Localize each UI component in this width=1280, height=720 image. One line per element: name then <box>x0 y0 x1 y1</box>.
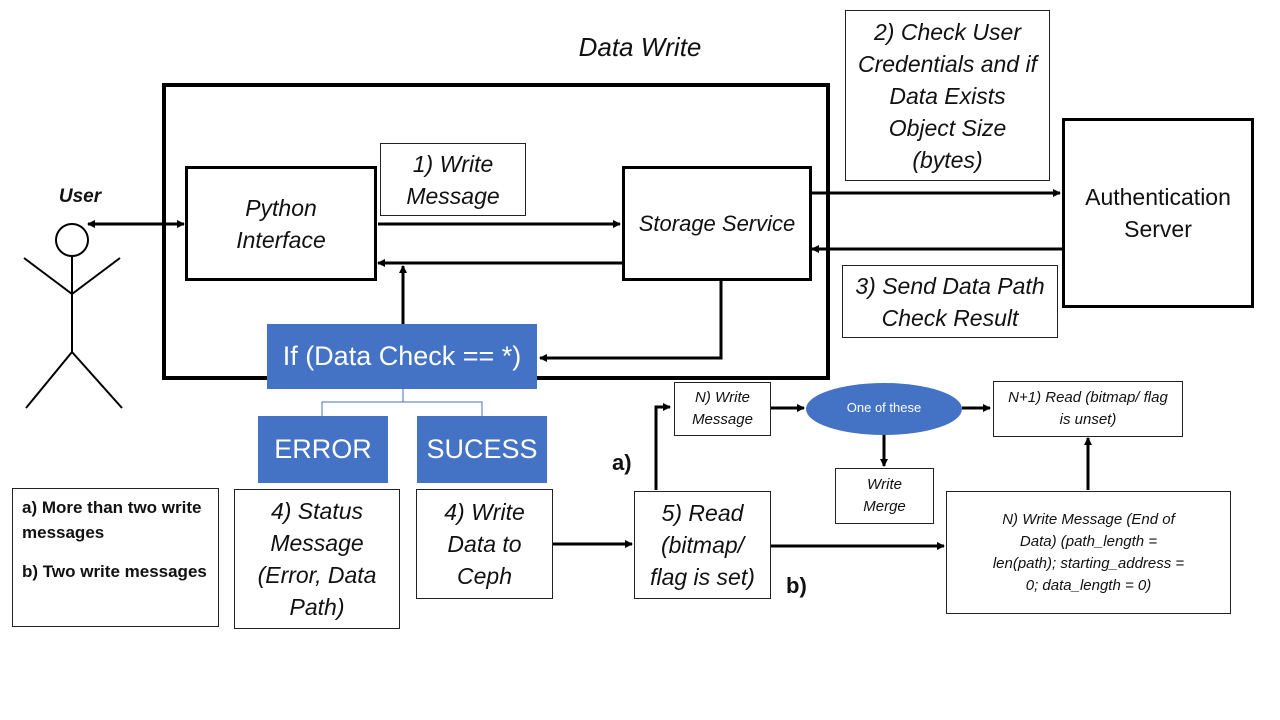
path-b-label: b) <box>786 573 807 598</box>
step3-send-data-path: 3) Send Data Path Check Result <box>842 265 1058 338</box>
step2-check-credentials: 2) Check User Credentials and if Data Ex… <box>845 10 1050 181</box>
write-merge-box: Write Merge <box>835 468 934 524</box>
n-write-end-of-data: N) Write Message (End of Data) (path_len… <box>946 491 1231 614</box>
storage-to-check-arrow <box>539 281 723 362</box>
user-stick-figure <box>23 223 123 409</box>
legend-item-b: b) Two write messages <box>22 562 207 581</box>
data-check-box: If (Data Check == *) <box>267 324 537 389</box>
one-of-these-label: One of these <box>846 400 922 415</box>
legend-box: a) More than two write messages b) Two w… <box>12 488 219 627</box>
legend-item-a: a) More than two write messages <box>22 498 202 542</box>
python-interface-box: Python Interface <box>185 166 377 281</box>
read-to-n-write-arrow <box>654 403 671 490</box>
step4-status-message: 4) Status Message (Error, Data Path) <box>234 489 400 629</box>
step1-write-message: 1) Write Message <box>380 143 526 216</box>
n1-read-box: N+1) Read (bitmap/ flag is unset) <box>993 381 1183 437</box>
error-box: ERROR <box>258 416 388 483</box>
one-of-these-ellipse <box>806 383 962 435</box>
storage-service-box: Storage Service <box>622 166 812 281</box>
step4-write-data-ceph: 4) Write Data to Ceph <box>416 489 553 599</box>
n-write-message: N) Write Message <box>674 382 771 436</box>
step5-read-bitmap: 5) Read (bitmap/ flag is set) <box>634 491 771 599</box>
check-tree-lines <box>321 389 483 416</box>
path-a-label: a) <box>612 450 632 475</box>
diagram-title: Data Write <box>578 32 702 62</box>
authentication-server-box: Authentication Server <box>1062 118 1254 308</box>
success-box: SUCESS <box>417 416 547 483</box>
user-label: User <box>58 186 102 207</box>
